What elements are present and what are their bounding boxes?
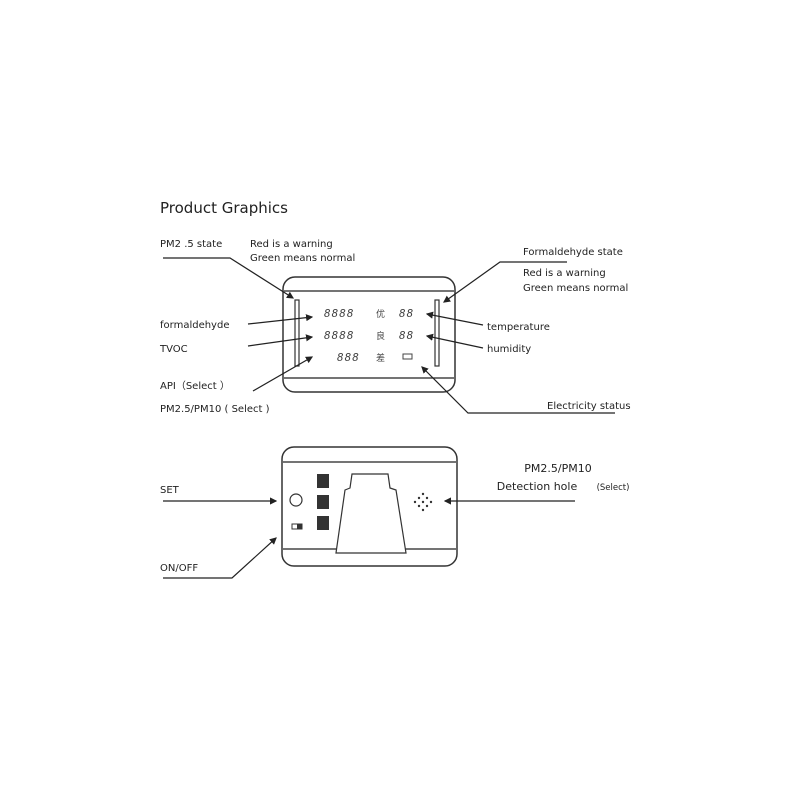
label-onoff: ON/OFF — [160, 563, 198, 574]
label-temperature: temperature — [487, 322, 550, 333]
label-pm25-state: PM2 .5 state — [160, 239, 222, 250]
formaldehyde-state-bar — [434, 299, 440, 367]
temperature-digits: 88 — [399, 307, 414, 320]
humidity-digits: 88 — [399, 329, 414, 342]
label-pm25-note-2: Green means normal — [250, 253, 355, 264]
diagram-title: Product Graphics — [160, 199, 288, 217]
label-tvoc: TVOC — [159, 344, 188, 355]
label-set: SET — [160, 485, 180, 496]
grade-fair-char: 良 — [376, 330, 385, 342]
label-pm-select: PM2.5/PM10 ( Select ) — [160, 404, 270, 415]
vent-grille — [317, 474, 329, 488]
label-detection-2: Detection hole — [497, 480, 578, 493]
battery-icon — [402, 353, 413, 360]
grade-good-char: 优 — [376, 308, 385, 320]
bottom-view-device — [281, 446, 458, 567]
label-detection-1: PM2.5/PM10 — [524, 462, 591, 475]
tvoc-digits: 8888 — [324, 329, 355, 342]
set-button-icon — [289, 493, 303, 507]
detection-hole-icon — [413, 492, 433, 512]
label-humidity: humidity — [487, 344, 531, 355]
vent-grille — [317, 495, 329, 509]
grade-poor-char: 差 — [376, 352, 385, 364]
label-electricity: Electricity status — [547, 401, 631, 412]
label-pm25-note-1: Red is a warning — [250, 239, 333, 250]
label-hcho-note-2: Green means normal — [523, 283, 628, 294]
top-view-device: 8888 优 88 8888 良 88 888 差 — [282, 276, 456, 393]
formaldehyde-digits: 8888 — [324, 307, 355, 320]
label-formaldehyde: formaldehyde — [160, 320, 229, 331]
vent-grille — [317, 516, 329, 530]
stand-outline — [335, 473, 407, 554]
label-formaldehyde-state: Formaldehyde state — [523, 247, 623, 258]
api-digits: 888 — [337, 351, 360, 364]
label-hcho-note-1: Red is a warning — [523, 268, 606, 279]
label-api: API（Select ） — [160, 380, 230, 392]
label-detection-select: (Select) — [597, 483, 630, 493]
